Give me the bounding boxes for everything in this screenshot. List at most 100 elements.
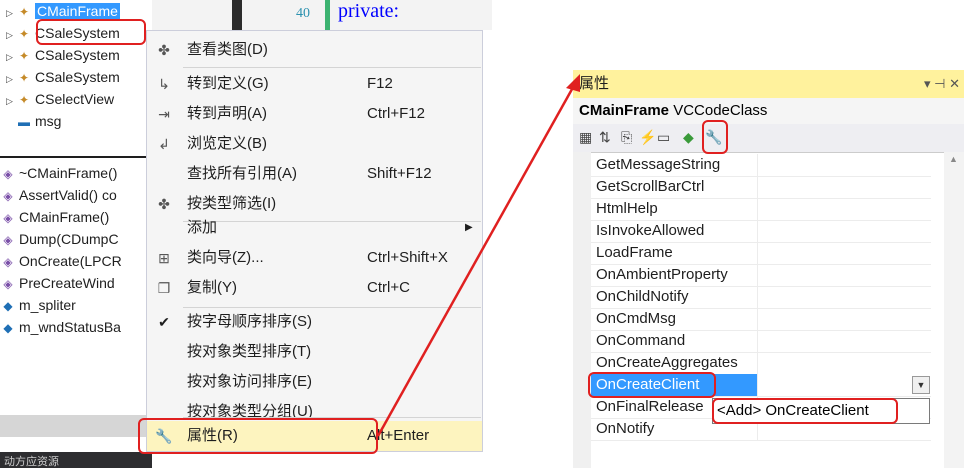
property-row[interactable]: GetScrollBarCtrl	[591, 176, 931, 199]
editor-splitter	[232, 0, 242, 30]
class-item[interactable]: ▷✦CSelectView	[0, 88, 114, 110]
class-icon: ✦	[18, 93, 30, 107]
line-number: 40	[296, 6, 310, 21]
annotation-box	[36, 19, 146, 45]
categorized-icon[interactable]: ▦	[579, 129, 593, 145]
menu-item-find-all-references[interactable]: 查找所有引用(A)Shift+F12	[187, 165, 432, 182]
vertical-scrollbar[interactable]: ▲	[944, 152, 964, 468]
annotation-box	[588, 372, 716, 398]
expand-arrow-icon[interactable]: ▷	[6, 96, 13, 106]
annotation-box	[712, 398, 898, 424]
code-editor	[152, 0, 492, 30]
change-marker	[325, 0, 330, 30]
properties-title-bar: 属性 ▾ ⊣ ✕	[573, 70, 964, 98]
class-wizard-icon: ⊞	[158, 250, 170, 266]
class-item[interactable]: ▷✦CSaleSystem	[0, 22, 120, 44]
class-item[interactable]: ▷✦CSaleSystem	[0, 66, 120, 88]
method-icon: ◈	[3, 211, 13, 225]
expand-arrow-icon[interactable]: ▷	[6, 8, 13, 18]
member-item[interactable]: ◆m_spliter	[0, 294, 75, 316]
member-item[interactable]: ◈PreCreateWind	[0, 272, 114, 294]
member-item[interactable]: ◈AssertValid() co	[0, 184, 116, 206]
menu-item-properties[interactable]: 🔧属性(R)Alt+Enter	[147, 421, 482, 451]
property-row[interactable]: OnAmbientProperty	[591, 264, 931, 287]
events-icon[interactable]: ⚡	[639, 129, 657, 145]
member-item[interactable]: ◈~CMainFrame()	[0, 162, 117, 184]
grid-gutter	[573, 152, 591, 468]
window-controls[interactable]: ▾ ⊣ ✕	[924, 76, 960, 91]
properties-toolbar: ▦ ⇅ ⎘ ⚡ ▭ ◆ 🔧	[573, 124, 964, 153]
menu-separator	[183, 417, 481, 418]
menu-item-class-wizard[interactable]: ⊞类向导(Z)...Ctrl+Shift+X	[147, 243, 482, 273]
menu-item-browse-definition[interactable]: ↲浏览定义(B)	[147, 129, 482, 159]
class-item[interactable]: ▬msg	[0, 110, 61, 132]
member-item[interactable]: ◈OnCreate(LPCR	[0, 250, 121, 272]
property-row[interactable]: OnNotify	[591, 418, 931, 441]
method-icon: ◈	[3, 277, 13, 291]
menu-item-filter-by-type[interactable]: ✤按类型筛选(I)	[147, 189, 482, 219]
annotation-box	[138, 418, 378, 454]
menu-item-sort-by-type[interactable]: 按对象类型排序(T)	[187, 343, 312, 360]
menu-item-sort-by-access[interactable]: 按对象访问排序(E)	[187, 373, 312, 390]
method-icon: ◈	[3, 255, 13, 269]
class-icon: ✦	[18, 5, 30, 19]
field-icon: ◆	[3, 321, 13, 335]
messages-icon[interactable]: ▭	[657, 129, 671, 145]
object-selector[interactable]: CMainFrame VCCodeClass	[573, 98, 964, 124]
expand-arrow-icon[interactable]: ▷	[6, 74, 13, 84]
property-row[interactable]: HtmlHelp	[591, 198, 931, 221]
check-icon: ✔	[158, 314, 170, 330]
struct-icon: ▬	[18, 115, 30, 129]
property-row[interactable]: GetMessageString	[591, 154, 931, 177]
object-type: VCCodeClass	[673, 102, 768, 119]
menu-item-class-diagram[interactable]: ✤查看类图(D)	[147, 35, 482, 65]
property-row[interactable]: OnCommand	[591, 330, 931, 353]
member-item[interactable]: ◆m_wndStatusBa	[0, 316, 121, 338]
class-item[interactable]: ▷✦CMainFrame	[0, 0, 120, 22]
menu-separator	[183, 221, 481, 222]
property-row[interactable]: OnCmdMsg	[591, 308, 931, 331]
bottom-tab[interactable]: 动方应资源	[4, 456, 59, 468]
chevron-down-icon[interactable]: ▼	[912, 376, 930, 394]
class-icon: ✦	[18, 27, 30, 41]
member-item[interactable]: ◈Dump(CDumpC	[0, 228, 118, 250]
horizontal-scrollbar[interactable]	[0, 415, 152, 437]
property-row[interactable]: LoadFrame	[591, 242, 931, 265]
object-name: CMainFrame	[579, 102, 670, 119]
property-row[interactable]: IsInvokeAllowed	[591, 220, 931, 243]
member-divider	[0, 156, 152, 158]
menu-item-add[interactable]: 添加▶	[147, 213, 482, 243]
method-icon: ◈	[3, 189, 13, 203]
submenu-arrow-icon: ▶	[465, 222, 473, 233]
menu-separator	[183, 67, 481, 68]
override-dropdown[interactable]: ▼	[757, 374, 932, 396]
menu-item-go-to-definition[interactable]: ↳转到定义(G)F12	[147, 69, 482, 99]
menu-item-group-by-type[interactable]: 按对象类型分组(U)	[187, 403, 313, 420]
go-to-definition-icon: ↳	[158, 76, 170, 92]
property-row-selected[interactable]: OnCreateClient▼	[591, 374, 932, 397]
field-icon: ◆	[3, 299, 13, 313]
class-icon: ✦	[18, 71, 30, 85]
member-item[interactable]: ◈CMainFrame()	[0, 206, 109, 228]
alphabetical-icon[interactable]: ⇅	[599, 129, 611, 145]
property-icon[interactable]: 🔧	[705, 129, 723, 145]
property-grid: GetMessageString GetScrollBarCtrl HtmlHe…	[573, 152, 964, 468]
menu-item-copy[interactable]: ❐复制(Y)Ctrl+C	[147, 273, 482, 303]
menu-item-go-to-declaration[interactable]: ⇥转到声明(A)Ctrl+F12	[147, 99, 482, 129]
browse-definition-icon: ↲	[158, 136, 170, 152]
method-icon: ◈	[3, 233, 13, 247]
menu-item-sort-alphabetically[interactable]: ✔按字母顺序排序(S)	[147, 307, 482, 337]
scroll-up-icon[interactable]: ▲	[949, 154, 958, 164]
wrench-icon: 🔧	[155, 428, 173, 444]
expand-arrow-icon[interactable]: ▷	[6, 30, 13, 40]
code-line: private:	[338, 0, 400, 22]
go-to-declaration-icon: ⇥	[158, 106, 170, 122]
property-row[interactable]: OnChildNotify	[591, 286, 931, 309]
property-pages-icon[interactable]: ⎘	[621, 129, 633, 145]
overrides-icon[interactable]: ◆	[683, 129, 694, 145]
method-icon: ◈	[3, 167, 13, 181]
class-item[interactable]: ▷✦CSaleSystem	[0, 44, 120, 66]
class-icon: ✦	[18, 49, 30, 63]
expand-arrow-icon[interactable]: ▷	[6, 52, 13, 62]
